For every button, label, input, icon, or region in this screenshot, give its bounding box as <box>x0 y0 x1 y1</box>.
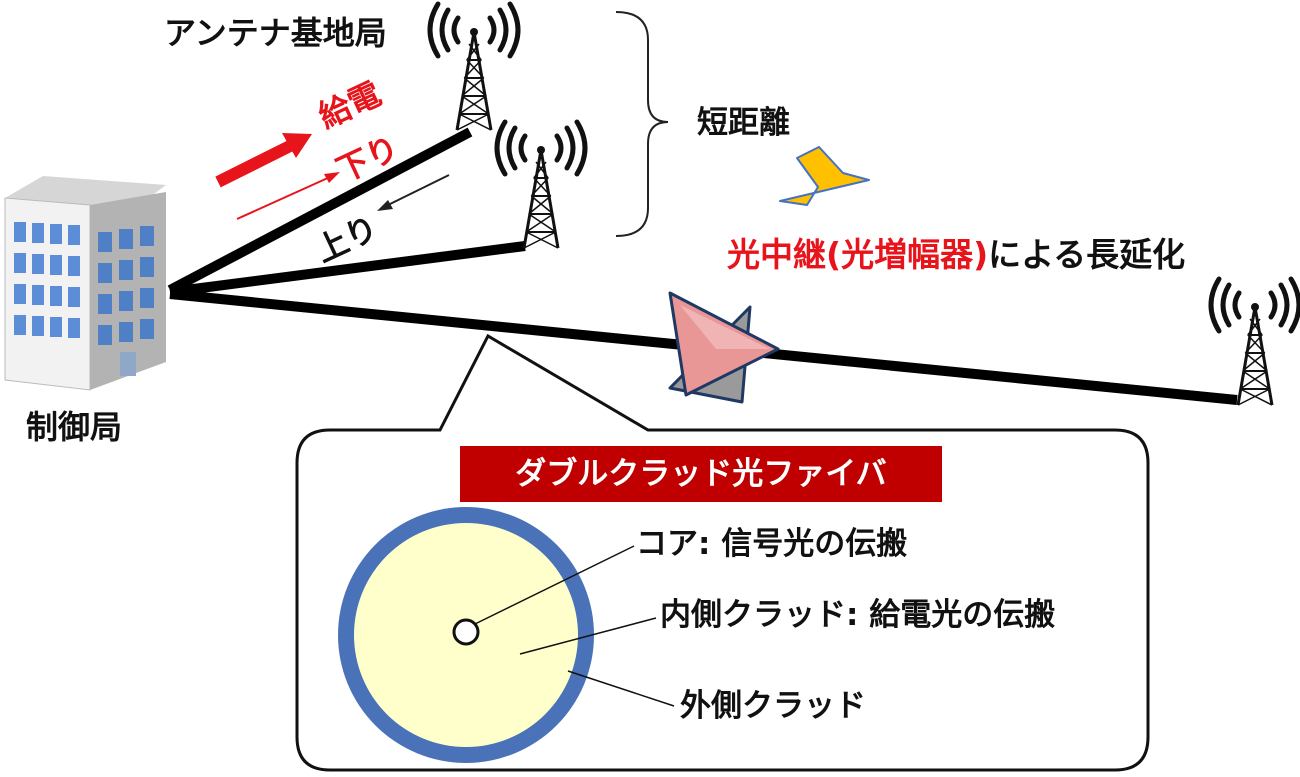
control-station-label: 制御局 <box>26 408 123 446</box>
relay-label: 光中継(光増幅器)による長延化 <box>727 238 1185 271</box>
inner-cladding-label: 内側クラッド: 給電光の伝搬 <box>660 597 1056 633</box>
amplifier-icon <box>668 291 780 404</box>
antenna-icon <box>427 1 521 131</box>
uplink-arrow <box>377 174 450 211</box>
downlink-arrow <box>236 172 340 220</box>
core <box>452 618 480 646</box>
brace-icon <box>615 11 669 237</box>
core-label: コア: 信号光の伝搬 <box>636 526 908 562</box>
down-arrow-icon <box>779 146 870 206</box>
callout-title: ダブルクラッド光ファイバ <box>460 446 942 502</box>
antenna-icon <box>494 119 588 249</box>
antenna-icon <box>1208 276 1300 406</box>
outer-cladding-label: 外側クラッド <box>680 688 866 724</box>
fiber-cross-section <box>338 507 675 763</box>
feed-arrow <box>215 133 312 188</box>
antenna-base-station-label: アンテナ基地局 <box>164 14 387 52</box>
building-icon <box>4 176 166 391</box>
relay-label-part1: 光中継(光増幅器) <box>727 235 989 274</box>
fiber-to-antenna-2 <box>169 241 526 297</box>
relay-label-part2: による長延化 <box>988 235 1186 274</box>
short-distance-label: 短距離 <box>697 105 790 141</box>
fiber-to-antenna-1 <box>167 127 473 295</box>
